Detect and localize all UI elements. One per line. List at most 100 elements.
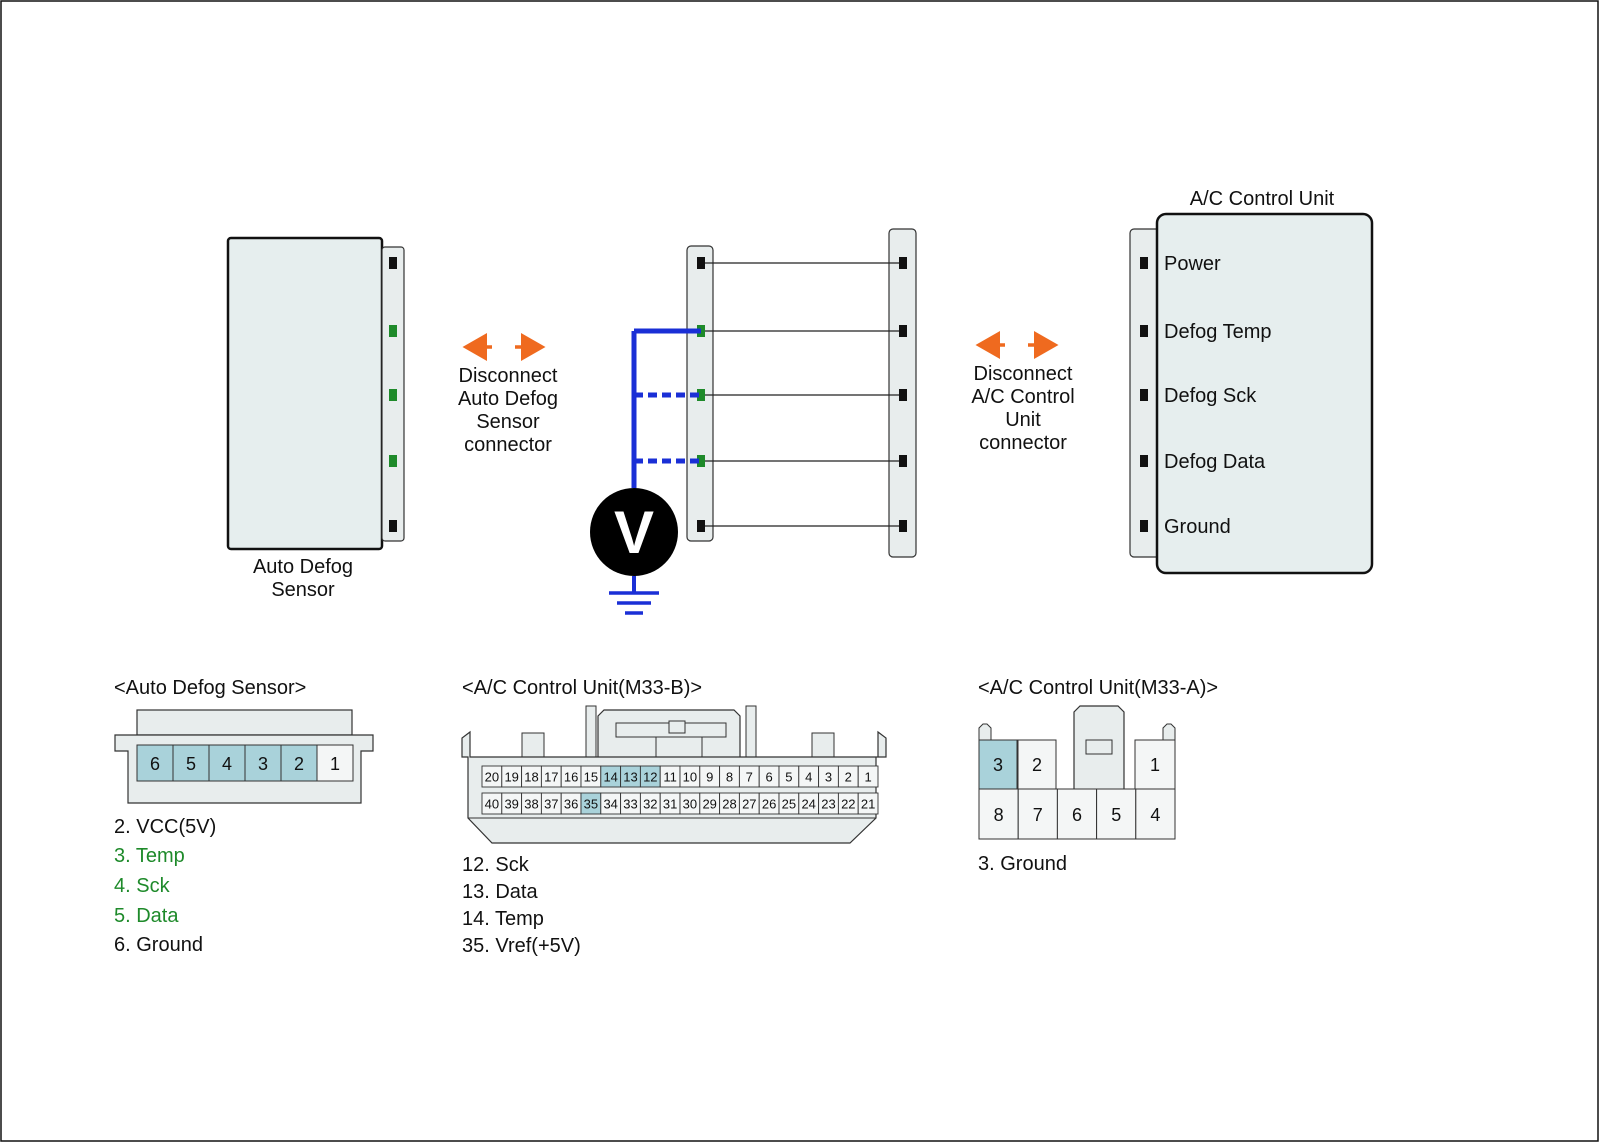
sensor-face-pin-number: 1	[330, 754, 340, 774]
sensor-face-pin-5	[172, 744, 210, 782]
m33b-legend-4: 35. Vref(+5V)	[462, 935, 581, 957]
m33a-pin-number: 4	[1150, 805, 1160, 825]
m33a-tab-left	[978, 723, 992, 740]
m33b-pin-number: 11	[663, 770, 677, 785]
m33b-pin-number: 7	[746, 770, 753, 785]
sensor-legend-2: 3. Temp	[114, 845, 185, 867]
m33b-pin-number: 26	[762, 797, 776, 812]
harness-left-pin-3	[697, 389, 705, 401]
m33b-legend-1: 12. Sck	[462, 854, 530, 876]
acu-title: A/C Control Unit	[1190, 188, 1335, 210]
m33a-pin-6	[1056, 788, 1098, 840]
disconnect-right-line3: Unit	[1005, 409, 1041, 431]
voltmeter-symbol: V	[614, 499, 654, 566]
m33b-pin-1	[857, 765, 879, 788]
m33b-latch-post-right	[745, 705, 757, 762]
sensor-pin-1	[389, 257, 397, 269]
sensor-face-pin-number: 6	[150, 754, 160, 774]
harness-right-pin-1	[899, 257, 907, 269]
sensor-pin-4	[389, 455, 397, 467]
acu-pin-label: Power	[1164, 253, 1221, 275]
m33b-pin-number: 38	[524, 797, 538, 812]
sensor-face-pin-number: 5	[186, 754, 196, 774]
harness-wires	[697, 257, 907, 532]
m33a-pin-number: 5	[1111, 805, 1121, 825]
disconnect-right: Disconnect A/C Control Unit connector	[971, 331, 1075, 454]
acu-pin-5	[1140, 520, 1148, 532]
m33b-latch-post-left	[585, 705, 597, 762]
m33b-pin-number: 37	[544, 797, 558, 812]
harness-left-pin-1	[697, 257, 705, 269]
m33b-pin-number: 17	[544, 770, 558, 785]
m33b-pin-number: 19	[504, 770, 518, 785]
m33a-tab-right	[1162, 723, 1176, 740]
m33b-latch-key	[668, 720, 686, 734]
m33b-pin-number: 23	[821, 797, 835, 812]
acu-pin-label: Ground	[1164, 516, 1231, 538]
m33b-pin-number: 16	[564, 770, 578, 785]
acu-body	[1155, 212, 1374, 575]
sensor-face-pin-number: 4	[222, 754, 232, 774]
harness-left-pin-5	[697, 520, 705, 532]
m33b-pin-number: 40	[485, 797, 499, 812]
voltmeter-probe: V	[590, 328, 701, 615]
m33b-pin-number: 22	[841, 797, 855, 812]
m33b-pin-number: 21	[861, 797, 875, 812]
m33a-legend-1: 3. Ground	[978, 853, 1067, 875]
m33b-pin-number: 25	[782, 797, 796, 812]
acu-pin-4	[1140, 455, 1148, 467]
m33a-pin-number: 2	[1032, 755, 1042, 775]
harness-right-pin-4	[899, 455, 907, 467]
m33b-pin-number: 9	[706, 770, 713, 785]
sensor-face-pin-6	[136, 744, 174, 782]
m33a-pin-number: 1	[1150, 755, 1160, 775]
sensor-face-pin-2	[280, 744, 318, 782]
disconnect-right-line4: connector	[979, 432, 1067, 454]
disconnect-right-line1: Disconnect	[974, 363, 1073, 385]
m33b-housing	[461, 730, 887, 844]
m33b-pin-number: 27	[742, 797, 756, 812]
harness-right-pin-3	[899, 389, 907, 401]
m33a-pin-number: 3	[993, 755, 1003, 775]
acu-pin-label: Defog Temp	[1164, 321, 1271, 343]
sensor-pin-2	[389, 325, 397, 337]
disconnect-left-line2: Auto Defog	[458, 388, 558, 410]
disconnect-left: Disconnect Auto Defog Sensor connector	[458, 333, 558, 456]
m33b-lug-2	[811, 732, 835, 760]
m33b-pin-number: 29	[702, 797, 716, 812]
m33a-pin-1	[1134, 739, 1176, 790]
m33a-pin-3	[978, 739, 1018, 790]
sensor-body	[226, 236, 384, 551]
disconnect-left-line3: Sensor	[476, 411, 540, 433]
acu-pin-label: Defog Data	[1164, 451, 1266, 473]
m33b-pin-number: 35	[584, 797, 598, 812]
sensor-pin-3	[389, 389, 397, 401]
m33b-pin-number: 4	[805, 770, 812, 785]
auto-defog-sensor: Auto Defog Sensor	[226, 236, 405, 601]
m33b-pin-number: 6	[765, 770, 772, 785]
m33b-pin-number: 2	[845, 770, 852, 785]
m33b-legend-3: 14. Temp	[462, 908, 544, 930]
m33a-pin-4	[1135, 788, 1176, 840]
m33b-pin-number: 39	[504, 797, 518, 812]
disconnect-left-line4: connector	[464, 434, 552, 456]
acu-pin-1	[1140, 257, 1148, 269]
sensor-legend-4: 5. Data	[114, 905, 179, 927]
m33a-pin-2	[1017, 739, 1057, 790]
m33b-legend-2: 13. Data	[462, 881, 538, 903]
sensor-legend-1: 2. VCC(5V)	[114, 816, 216, 838]
sensor-pins	[389, 257, 397, 532]
m33b-pin-number: 1	[864, 770, 871, 785]
m33b-pin-number: 33	[623, 797, 637, 812]
m33a-pin-number: 6	[1072, 805, 1082, 825]
sensor-face-pin-number: 3	[258, 754, 268, 774]
